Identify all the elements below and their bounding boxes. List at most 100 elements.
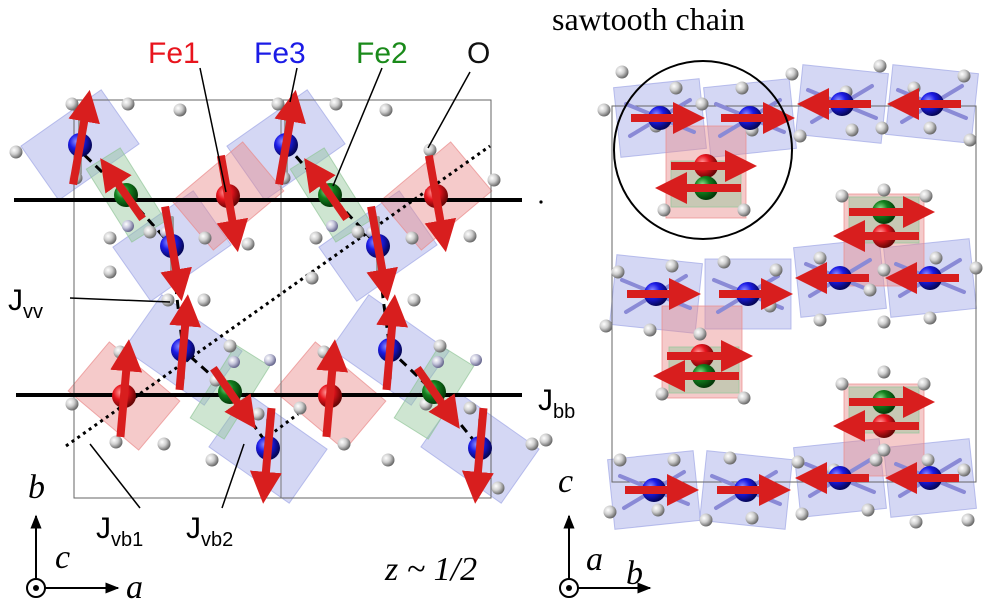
oxygen-atom [611,265,625,279]
oxygen-atom [293,401,307,415]
oxygen-atom [597,103,611,117]
oxygen-atom [763,299,777,313]
oxygen-atom [907,81,921,95]
oxygen-atom [643,323,657,337]
oxygen-atom [665,259,679,273]
oxygen-atom [699,513,713,527]
oxygen-atom [309,231,323,245]
oxygen-atom [613,453,627,467]
spin-arrow [424,154,457,253]
oxygen-atom [877,183,891,197]
oxygen-atom [651,503,665,517]
oxygen-atom [919,189,933,203]
oxygen-atom [433,339,447,353]
sawtooth-chain-title: sawtooth chain [552,1,745,37]
oxygen-atom [795,507,809,521]
oxygen-atom [737,391,751,405]
z-note: z ~ 1/2 [384,551,477,588]
oxygen-atom [241,237,255,251]
oxygen-atom [693,327,707,341]
spin-arrow [100,158,146,222]
spin-arrow [68,89,100,186]
oxygen-atom [923,121,937,135]
oxygen-atom [317,345,331,359]
oxygen-atom [463,229,477,243]
oxygen-atom [877,315,891,329]
oxygen-atom [845,123,859,137]
oxygen-atom [122,220,134,232]
oxygen-atom [717,255,731,269]
spin-arrow [461,407,494,504]
sawtooth-highlight-circle [613,60,793,240]
oxygen-atom [835,189,849,203]
oxygen-atom [877,443,891,457]
oxygen-atom [657,203,671,217]
jvb1-leader [89,443,141,509]
right-axis-c-label: c [558,463,573,500]
oxygen-atom [525,437,539,451]
oxygen-atom [197,293,211,307]
oxygen-atom [423,143,437,157]
oxygen-atom [655,387,669,401]
oxygen-atom [205,453,219,467]
left-panel-structure [9,67,553,509]
oxygen-atom [669,81,683,95]
right-spin-arrows [625,88,961,506]
oxygen-atom [264,354,276,366]
oxygen-atom [405,231,419,245]
oxygen-atom [470,354,482,366]
oxygen-atom [9,145,23,159]
oxygen-atom [432,356,444,368]
oxygen-atom [877,365,891,379]
oxygen-atom [957,463,971,477]
fe2-leader [332,67,383,187]
oxygen-atom [603,505,617,519]
spin-arrow [216,154,249,253]
spin-arrow [316,339,349,438]
oxygen-atom [963,133,977,147]
jvb2-label: Jvb2 [186,512,233,551]
oxygen-atom [875,121,889,135]
fe1-label: Fe1 [148,37,200,70]
oxygen-atom [271,97,285,111]
oxygen-atom [223,339,237,353]
spin-arrow [249,407,282,504]
oxygen-atom [381,453,395,467]
oxygen-atom [791,455,805,469]
left-axis-a-label: a [126,569,143,603]
right-axis-b-label: b [626,555,643,592]
oxygen-atom [491,481,505,495]
oxygen-atom [863,283,877,297]
left-axis-c-dot [33,585,39,591]
oxygen-atom [65,97,79,111]
oxygen-atom [769,263,783,277]
fe3-label: Fe3 [254,37,306,70]
jvv-label: Jvv [8,284,43,323]
oxygen-atom [909,515,923,529]
oxygen-atom [463,401,477,415]
fe3-leader [289,67,298,103]
oxygen-atom [305,271,319,285]
dot-mark [539,200,543,204]
left-axis-b-label: b [28,469,45,506]
spin-arrow [210,365,256,429]
oxygen-atom [961,513,975,527]
oxygen-atom [251,407,265,421]
oxygen-atom [103,265,117,279]
oxygen-atom [923,311,937,325]
oxygen-atom [351,225,365,239]
oxygen-atom [785,67,799,81]
fe2-label: Fe2 [356,37,408,70]
oxygen-atom [917,377,931,391]
jvb1-label: Jvb1 [96,512,143,551]
oxygen-atom [813,251,827,265]
oxygen-atom [877,263,891,277]
oxygen-atom [921,453,935,467]
left-spin-arrows [68,89,494,504]
left-axes: b a c [26,469,143,603]
jbb-label: Jbb [538,384,575,423]
oxygen-atom [157,437,171,451]
oxygen-atom [379,103,393,117]
jvb2-leader [221,443,245,509]
